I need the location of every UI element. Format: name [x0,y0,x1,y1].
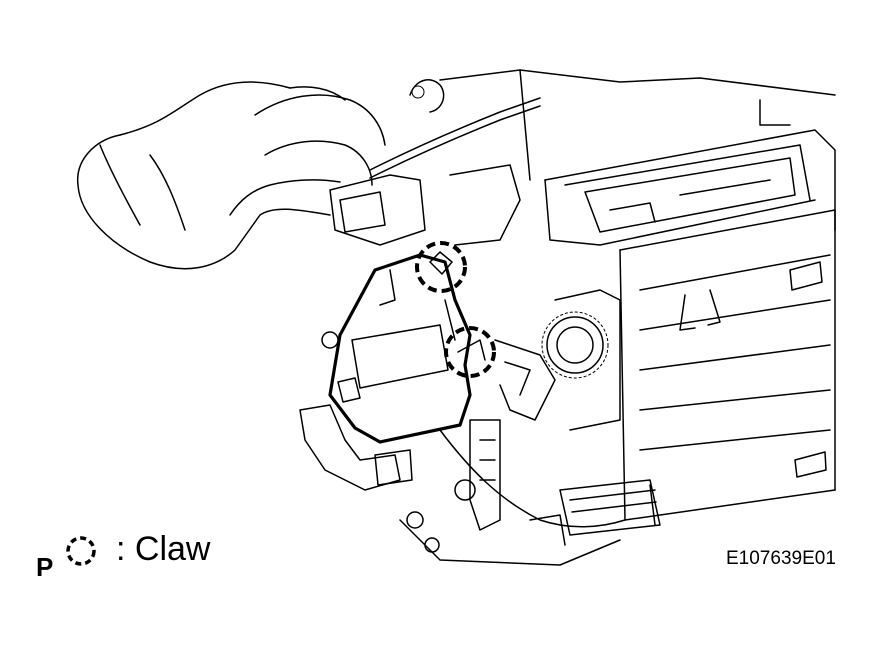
gear-wheel [541,289,621,431]
hand-illustration [77,81,386,270]
claw-markers [415,241,496,378]
connector-bracket [299,164,521,553]
linkage-arm [399,339,626,566]
dashed-circle-icon [66,536,96,566]
claw-marker-upper [415,241,467,293]
wire-harness-lower [529,479,661,546]
legend-marker: P [36,552,54,582]
legend-claw-label: : Claw [116,530,211,568]
claw-marker-lower [444,326,496,378]
wire-harness-upper [369,79,541,179]
servo-motor [328,253,472,444]
figure-code: E107639E01 [726,548,836,569]
